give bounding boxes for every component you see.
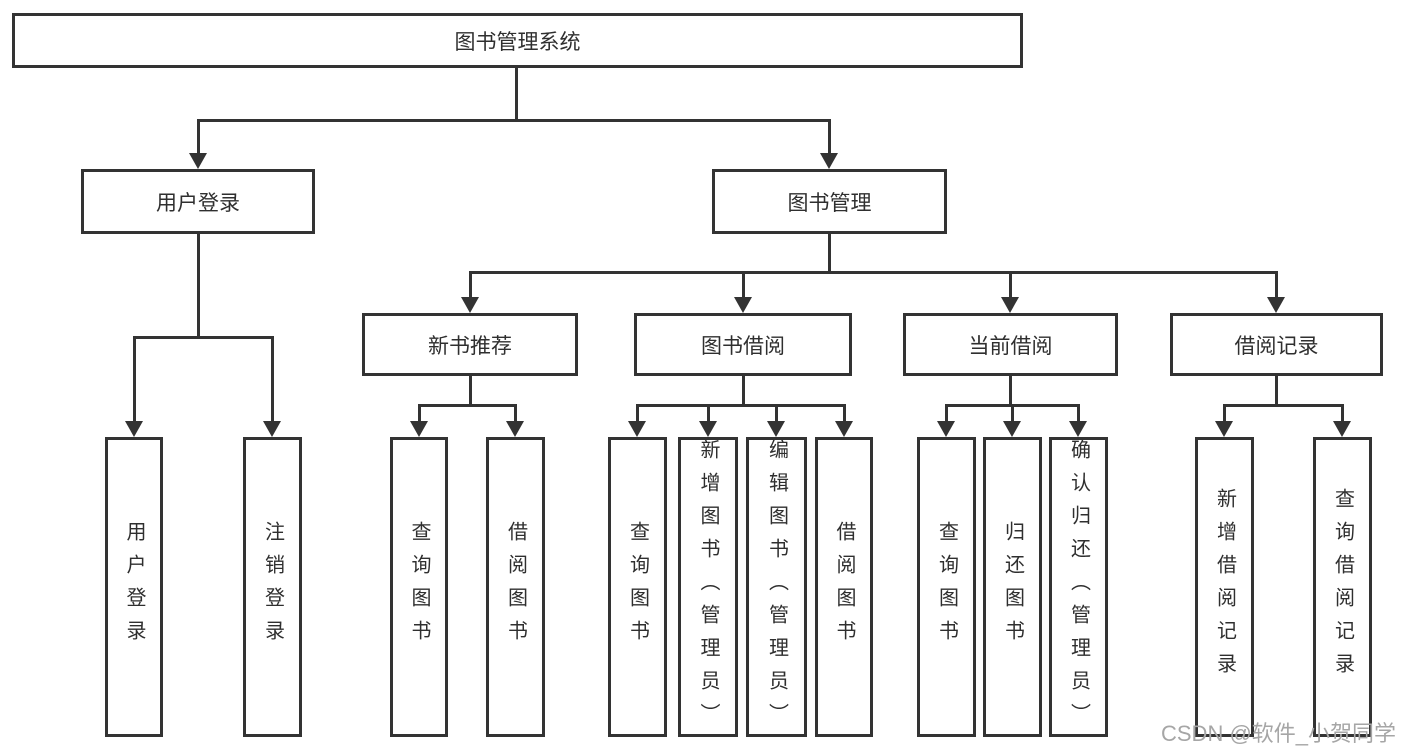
connector-line xyxy=(133,336,274,339)
connector-line xyxy=(742,376,745,407)
arrow-down-icon xyxy=(461,297,479,313)
node-book-borrowing: 图书借阅 xyxy=(634,313,852,376)
leaf-add-borrow-record: 新增借阅记录 xyxy=(1195,437,1254,737)
arrow-down-icon xyxy=(1215,421,1233,437)
connector-line xyxy=(828,119,831,155)
arrow-down-icon xyxy=(506,421,524,437)
leaf-confirm-return-admin-label: 确认归还（管理员） xyxy=(1067,438,1090,736)
connector-line xyxy=(1009,376,1012,407)
leaf-query-books-current: 查询图书 xyxy=(917,437,976,737)
leaf-query-books-recommend-label: 查询图书 xyxy=(408,521,430,653)
connector-line xyxy=(1275,271,1278,299)
arrow-down-icon xyxy=(1333,421,1351,437)
connector-line xyxy=(514,404,517,422)
connector-line xyxy=(636,404,639,422)
connector-line xyxy=(945,404,948,422)
node-user-login: 用户登录 xyxy=(81,169,315,234)
node-new-book-recommend: 新书推荐 xyxy=(362,313,578,376)
csdn-watermark: CSDN @软件_小贺同学 xyxy=(1161,721,1397,746)
leaf-logout: 注销登录 xyxy=(243,437,302,737)
connector-line xyxy=(418,404,421,422)
leaf-query-books-borrowing: 查询图书 xyxy=(608,437,667,737)
arrow-down-icon xyxy=(1003,421,1021,437)
connector-line xyxy=(1223,404,1343,407)
leaf-add-borrow-record-label: 新增借阅记录 xyxy=(1213,488,1236,686)
connector-line xyxy=(197,119,831,122)
arrow-down-icon xyxy=(125,421,143,437)
leaf-borrow-books-borrowing-label: 借阅图书 xyxy=(833,521,855,653)
connector-line xyxy=(707,404,710,422)
leaf-query-books-recommend: 查询图书 xyxy=(390,437,448,737)
leaf-query-borrow-record-label: 查询借阅记录 xyxy=(1331,488,1354,686)
connector-line xyxy=(515,68,518,122)
leaf-user-login-label: 用户登录 xyxy=(123,521,145,653)
node-library-management-system: 图书管理系统 xyxy=(12,13,1023,68)
arrow-down-icon xyxy=(734,297,752,313)
arrow-down-icon xyxy=(835,421,853,437)
connector-line xyxy=(775,404,778,422)
leaf-borrow-books-recommend-label: 借阅图书 xyxy=(504,521,527,653)
leaf-add-book-admin: 新增图书（管理员） xyxy=(678,437,738,737)
connector-line xyxy=(1275,376,1278,407)
connector-line xyxy=(469,271,1278,274)
arrow-down-icon xyxy=(189,153,207,169)
node-current-borrowing: 当前借阅 xyxy=(903,313,1118,376)
node-borrowing-records: 借阅记录 xyxy=(1170,313,1383,376)
arrow-down-icon xyxy=(767,421,785,437)
arrow-down-icon xyxy=(628,421,646,437)
connector-line xyxy=(271,336,274,422)
connector-line xyxy=(742,271,745,299)
arrow-down-icon xyxy=(1267,297,1285,313)
leaf-add-book-admin-label: 新增图书（管理员） xyxy=(697,438,719,736)
connector-line xyxy=(469,376,472,407)
arrow-down-icon xyxy=(820,153,838,169)
connector-line xyxy=(843,404,846,422)
leaf-return-books-label: 归还图书 xyxy=(1001,521,1024,653)
leaf-user-login: 用户登录 xyxy=(105,437,163,737)
connector-line xyxy=(828,234,831,274)
leaf-return-books: 归还图书 xyxy=(983,437,1042,737)
arrow-down-icon xyxy=(263,421,281,437)
leaf-edit-book-admin: 编辑图书（管理员） xyxy=(746,437,807,737)
connector-line xyxy=(469,271,472,299)
connector-line xyxy=(418,404,517,407)
connector-line xyxy=(1341,404,1344,422)
connector-line xyxy=(197,234,200,338)
arrow-down-icon xyxy=(937,421,955,437)
connector-line xyxy=(1223,404,1226,422)
connector-line xyxy=(133,336,136,422)
arrow-down-icon xyxy=(699,421,717,437)
leaf-query-borrow-record: 查询借阅记录 xyxy=(1313,437,1372,737)
leaf-query-books-current-label: 查询图书 xyxy=(935,521,958,653)
arrow-down-icon xyxy=(410,421,428,437)
connector-line xyxy=(636,404,845,407)
connector-line xyxy=(1009,271,1012,299)
leaf-borrow-books-recommend: 借阅图书 xyxy=(486,437,545,737)
arrow-down-icon xyxy=(1069,421,1087,437)
leaf-query-books-borrowing-label: 查询图书 xyxy=(626,521,649,653)
leaf-edit-book-admin-label: 编辑图书（管理员） xyxy=(765,438,788,736)
leaf-logout-label: 注销登录 xyxy=(261,521,284,653)
connector-line xyxy=(1011,404,1014,422)
arrow-down-icon xyxy=(1001,297,1019,313)
leaf-confirm-return-admin: 确认归还（管理员） xyxy=(1049,437,1108,737)
node-book-management: 图书管理 xyxy=(712,169,947,234)
connector-line xyxy=(197,119,200,155)
connector-line xyxy=(1077,404,1080,422)
leaf-borrow-books-borrowing: 借阅图书 xyxy=(815,437,873,737)
